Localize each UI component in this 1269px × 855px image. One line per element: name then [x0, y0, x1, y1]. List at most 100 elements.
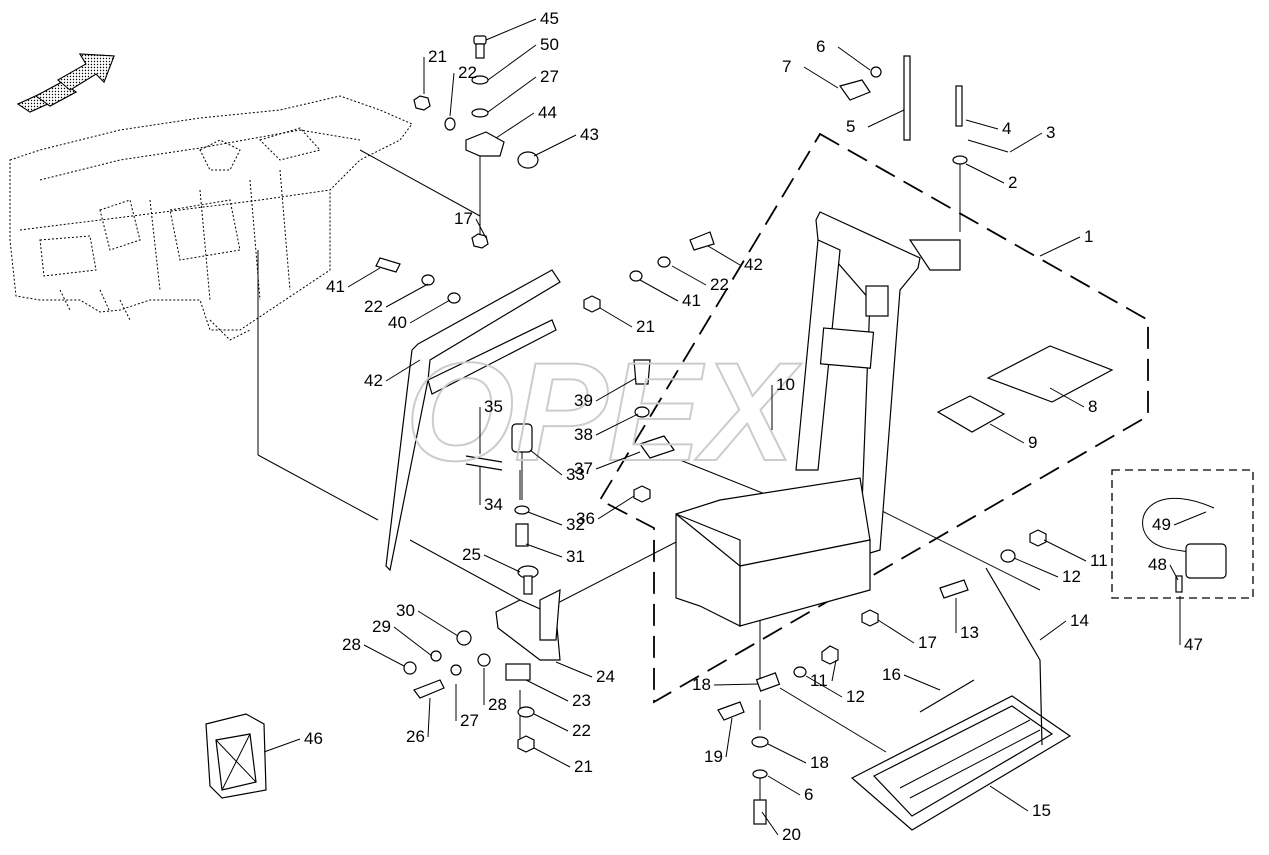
callout-leader — [597, 495, 635, 520]
callout-number: 42 — [744, 255, 763, 274]
callout-leader — [671, 265, 707, 286]
hardware-bottom — [375, 231, 1047, 825]
callout-number: 43 — [580, 125, 599, 144]
callout-leader — [639, 279, 679, 302]
callout-leader — [385, 283, 429, 308]
callout-number: 38 — [574, 425, 593, 444]
callout-leader — [427, 697, 431, 738]
callout-number: 23 — [572, 691, 591, 710]
callout-leader — [1169, 564, 1179, 581]
callout-leader — [877, 619, 915, 644]
step-plate — [850, 567, 1072, 831]
callout-number: 39 — [574, 391, 593, 410]
callout-leader — [595, 377, 637, 402]
callout-number: 41 — [326, 277, 345, 296]
inset-box — [1111, 469, 1254, 599]
callout-number: 12 — [846, 687, 865, 706]
callout-leader — [1013, 557, 1059, 578]
callout-number: 13 — [960, 623, 979, 642]
callout-leader — [707, 245, 741, 266]
callout-leader — [347, 267, 381, 288]
callout-leader — [533, 747, 571, 768]
callout-leader — [525, 679, 569, 702]
callout-number: 32 — [566, 515, 585, 534]
callout-leader — [487, 44, 537, 81]
callout-number: 19 — [704, 747, 723, 766]
callout-leader — [1043, 539, 1087, 562]
storage-box — [675, 477, 871, 627]
callout-leader — [529, 449, 563, 476]
callout-leader — [483, 554, 521, 573]
callout-leader — [595, 413, 639, 436]
callout-leader — [965, 119, 999, 130]
callout-number: 11 — [1090, 551, 1108, 570]
callout-leader — [487, 76, 537, 113]
callout-number: 5 — [846, 117, 855, 136]
pad-small — [936, 395, 1006, 433]
callout-leader — [393, 626, 433, 657]
callout-leader — [867, 109, 905, 128]
callout-leader — [527, 511, 563, 526]
callout-leader — [533, 134, 577, 157]
callout-number: 41 — [682, 291, 701, 310]
assembly-outline — [598, 132, 1149, 704]
inset-parts — [1142, 497, 1227, 593]
callout-number: 22 — [572, 721, 591, 740]
callout-number: 10 — [776, 375, 795, 394]
bracket-panel — [385, 269, 561, 572]
callout-leader — [495, 112, 535, 139]
callout-number: 31 — [566, 547, 585, 566]
callout-number: 1 — [1084, 227, 1093, 246]
callout-number: 45 — [540, 9, 559, 28]
callout-number: 14 — [1070, 611, 1089, 630]
callout-leader — [1039, 620, 1067, 641]
callout-number: 18 — [692, 675, 711, 694]
callout-number: 33 — [566, 465, 585, 484]
callout-number: 28 — [342, 635, 361, 654]
bracket-24 — [403, 565, 561, 753]
callout-leader — [761, 811, 779, 836]
lever — [465, 423, 533, 547]
callout-number: 26 — [406, 727, 425, 746]
callout-leader — [555, 661, 593, 678]
callout-leader — [989, 785, 1029, 812]
callout-number: 37 — [574, 459, 593, 478]
tractor-frame — [9, 95, 413, 341]
callout-number: 16 — [882, 665, 901, 684]
callout-leader — [803, 66, 839, 89]
callout-number: 46 — [304, 729, 323, 748]
hardware-top — [413, 35, 539, 249]
callout-leader — [767, 743, 807, 764]
callout-number: 2 — [1008, 173, 1017, 192]
callout-number: 28 — [488, 695, 507, 714]
callout-leader — [903, 674, 941, 691]
callout-leader — [363, 644, 405, 667]
callout-number: 21 — [636, 317, 655, 336]
callout-number: 27 — [540, 67, 559, 86]
callout-leader — [417, 610, 459, 637]
callout-leader — [965, 163, 1005, 184]
callout-leader — [831, 659, 837, 682]
callout-leader — [989, 423, 1025, 444]
callout-number: 25 — [462, 545, 481, 564]
callout-number: 34 — [484, 495, 503, 514]
callout-number: 4 — [1002, 119, 1011, 138]
callout-number: 48 — [1148, 555, 1167, 574]
callout-leader — [595, 451, 641, 470]
callout-number: 15 — [1032, 801, 1051, 820]
callout-number: 22 — [710, 275, 729, 294]
callout-number: 35 — [484, 397, 503, 416]
callout-number: 21 — [574, 757, 593, 776]
callout-leader — [1039, 236, 1081, 257]
callout-leader — [767, 775, 801, 796]
callout-number: 9 — [1028, 433, 1037, 452]
strap-and-pin — [839, 55, 1009, 165]
callout-number: 21 — [428, 47, 447, 66]
callout-leader — [805, 675, 843, 698]
callout-leader — [725, 717, 733, 758]
callout-number: 17 — [454, 209, 473, 228]
callout-leader — [1009, 132, 1043, 153]
callout-number: 36 — [576, 509, 595, 528]
callout-leader — [449, 72, 455, 117]
